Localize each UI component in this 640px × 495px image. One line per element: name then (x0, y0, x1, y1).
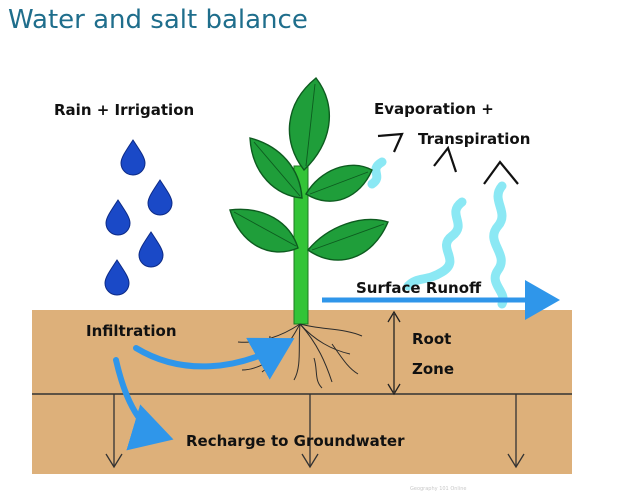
transpiration-label: Transpiration (418, 130, 530, 148)
soil-layer (32, 310, 572, 474)
page-title: Water and salt balance (8, 5, 308, 35)
surface-runoff-label: Surface Runoff (356, 279, 482, 297)
water-balance-diagram: Rain + Irrigation Evaporation + Transpir… (32, 74, 572, 474)
rain-drop-icon (104, 259, 130, 296)
vapor-squiggles (367, 157, 508, 309)
rain-drop-icon (120, 139, 146, 176)
leaf-icon (288, 77, 330, 172)
recharge-label: Recharge to Groundwater (186, 432, 405, 450)
rain-drop-icon (147, 179, 173, 216)
rain-drop-icon (105, 199, 131, 236)
root-zone-bracket (387, 310, 401, 396)
rain-irrigation-label: Rain + Irrigation (54, 101, 194, 119)
zone-label: Zone (412, 360, 454, 378)
leaf-veins (233, 83, 385, 251)
rain-drops (104, 139, 173, 296)
evaporation-label: Evaporation + (374, 100, 494, 118)
infiltration-arrow (133, 337, 295, 380)
root-label: Root (412, 330, 451, 348)
leaf-icon (229, 208, 299, 253)
image-credit: Geography 101 Online (410, 486, 467, 492)
recharge-arrows (105, 394, 525, 469)
recharge-arrow (113, 357, 174, 451)
rain-drop-icon (138, 231, 164, 268)
infiltration-label: Infiltration (86, 322, 177, 340)
vapor-arrowheads (377, 132, 519, 185)
